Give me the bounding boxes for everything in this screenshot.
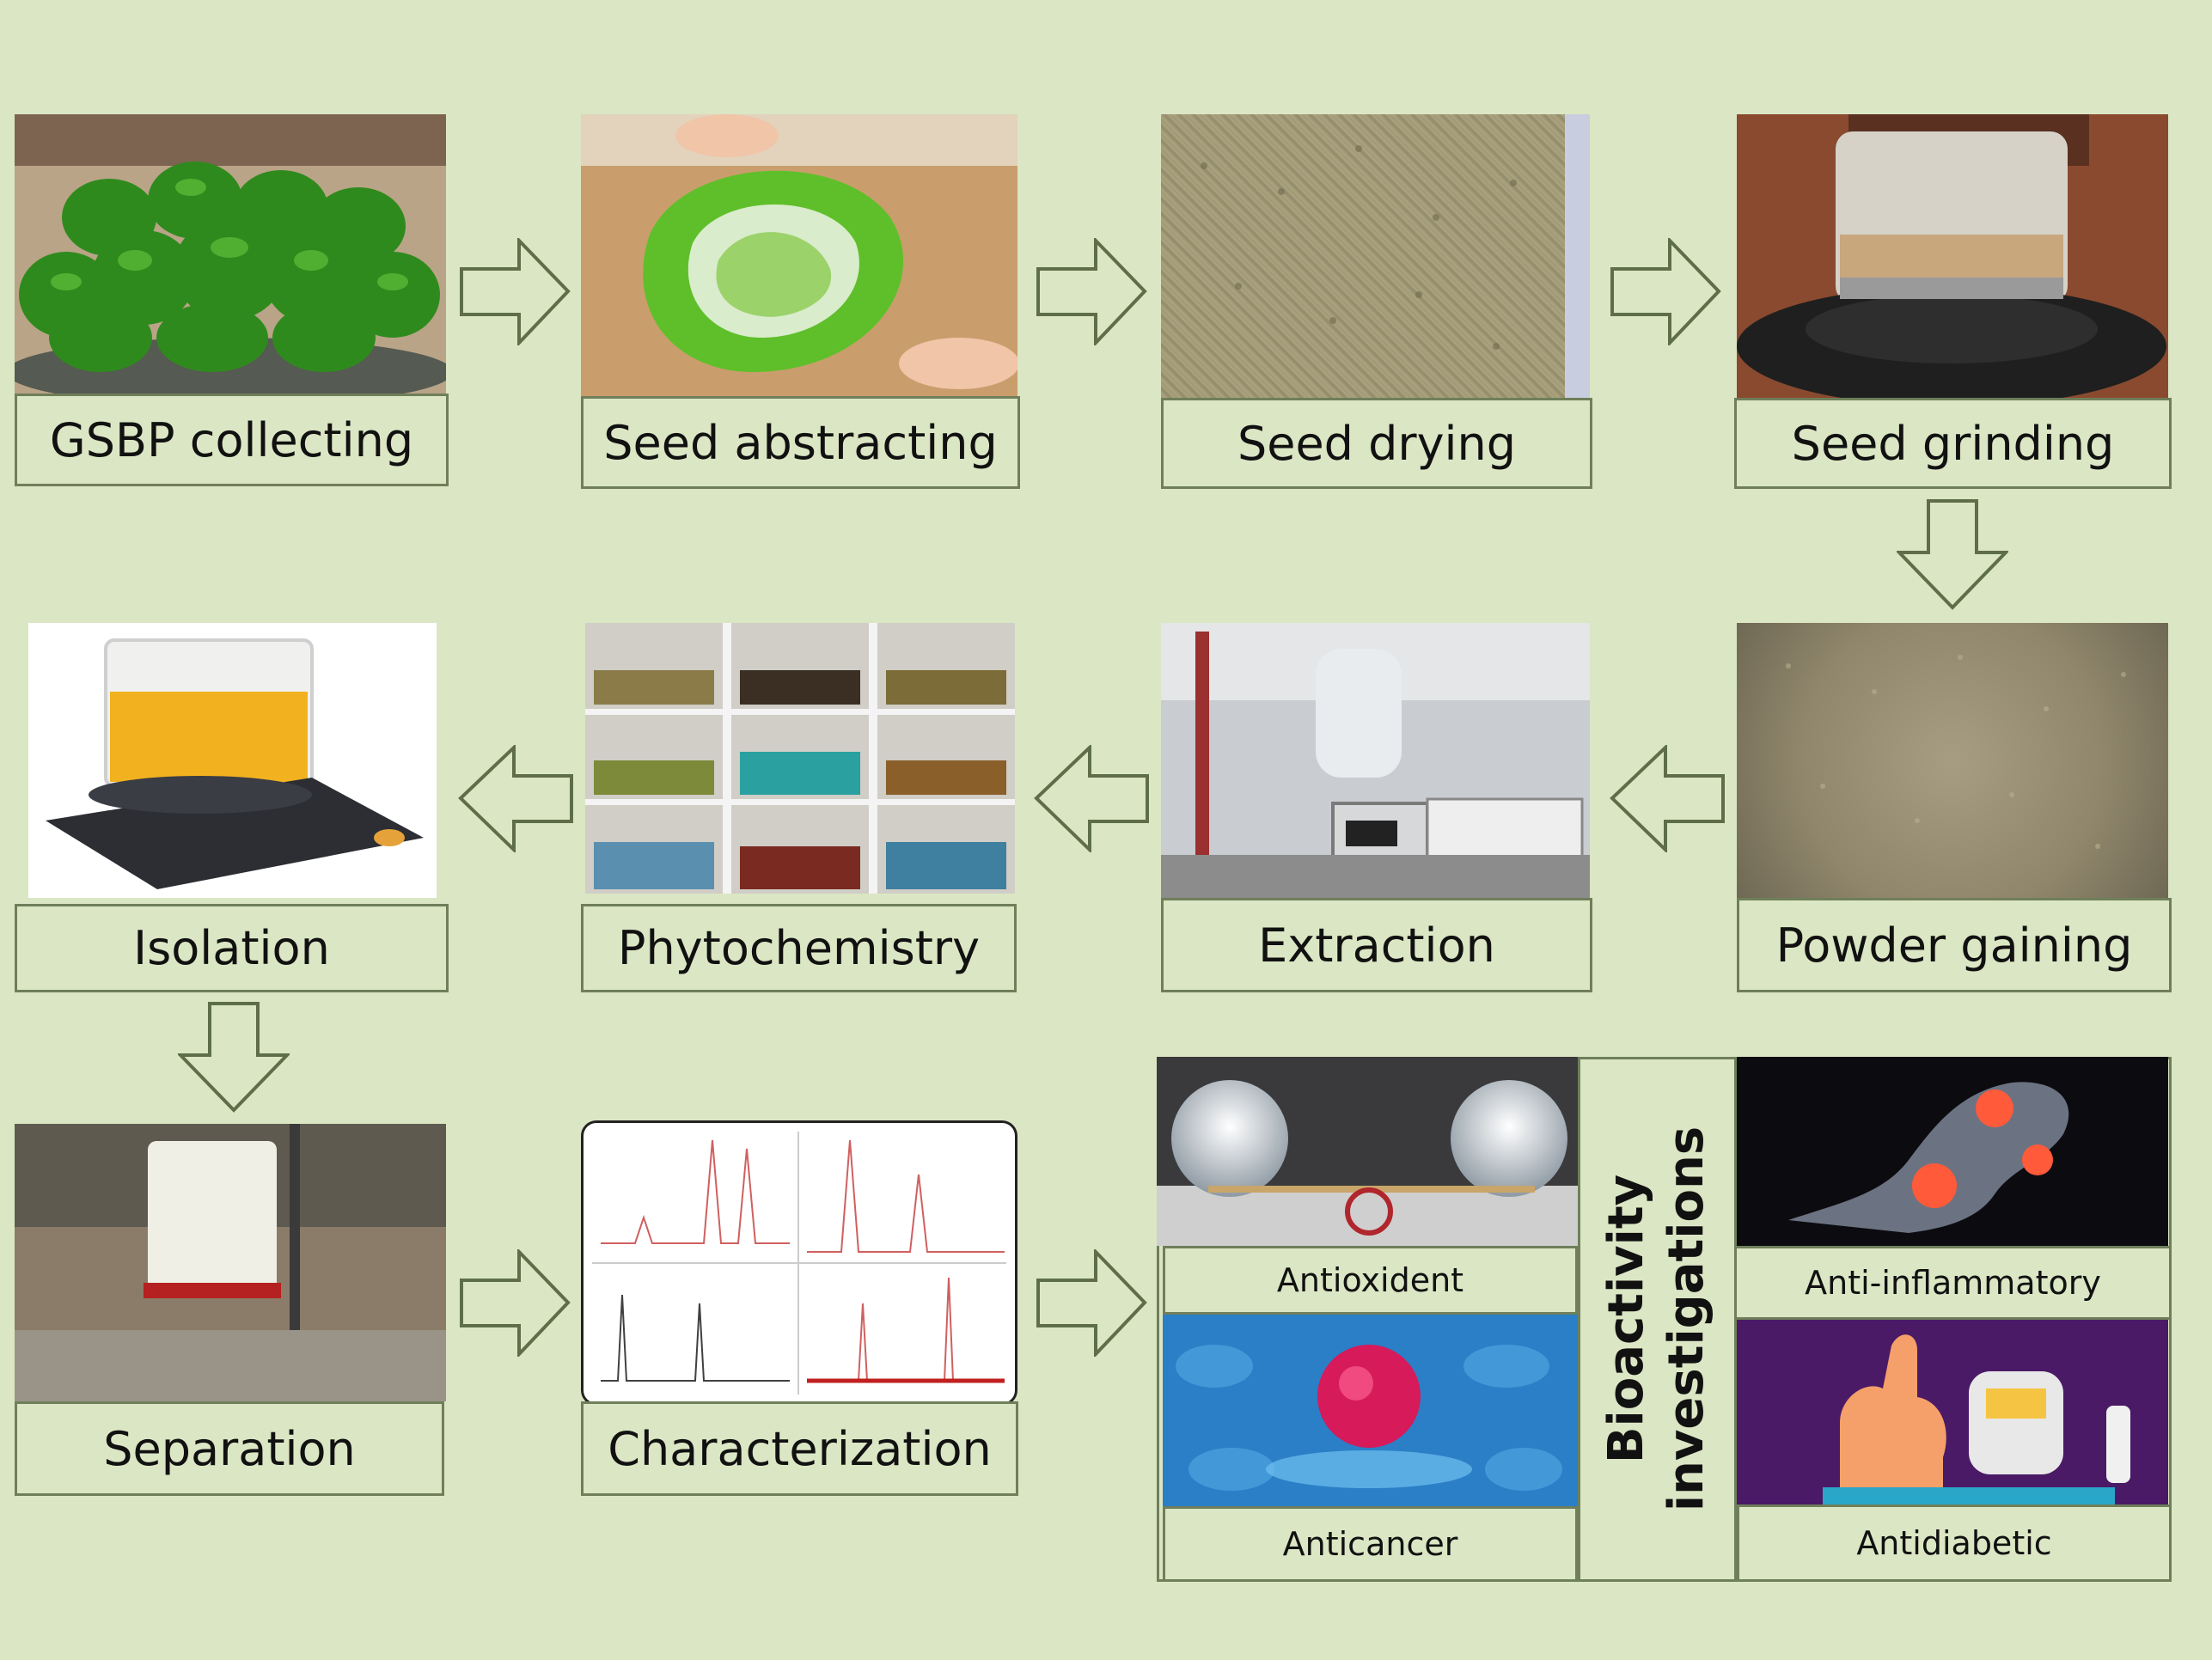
arrow-right-3 [1610, 238, 1721, 345]
bioactivity-title-line1: Bioactivity [1598, 1174, 1654, 1464]
sliced-pepper-photo [581, 114, 1017, 396]
arrow-left-2 [1034, 745, 1149, 852]
extraction-apparatus-photo [1161, 623, 1590, 898]
separation-photo [15, 1124, 446, 1401]
label-isolation: Isolation [15, 904, 449, 992]
bioactivity-investigations-title: Bioactivity investigations [1597, 1126, 1717, 1511]
label-characterization: Characterization [581, 1401, 1018, 1496]
arrow-right-1 [460, 238, 571, 345]
arrow-down-1 [1897, 499, 2008, 610]
arrow-right-2 [1036, 238, 1147, 345]
bioactivity-title-line2: investigations [1659, 1126, 1714, 1512]
arrow-left-1 [458, 745, 573, 852]
label-seed-grinding: Seed grinding [1734, 398, 2172, 489]
isolation-photo [28, 623, 437, 898]
green-peppers-photo [15, 114, 446, 394]
bioactivity-title-divider [1578, 1057, 1580, 1582]
grinder-photo [1737, 114, 2168, 398]
arrow-left-3 [1610, 745, 1725, 852]
label-extraction: Extraction [1161, 898, 1592, 992]
label-antidiabetic: Antidiabetic [1737, 1504, 2172, 1582]
label-seed-abstracting: Seed abstracting [581, 396, 1020, 489]
powder-photo [1737, 623, 2168, 898]
antioxidant-balance-photo [1157, 1057, 1578, 1246]
label-gsbp-collecting: GSBP collecting [15, 394, 449, 486]
label-anti-inflammatory: Anti-inflammatory [1734, 1246, 2172, 1320]
label-separation: Separation [15, 1401, 444, 1496]
anticancer-cell-photo [1163, 1315, 1578, 1506]
arrow-right-4 [460, 1249, 571, 1357]
phytochemistry-tubes-photo [585, 623, 1015, 894]
antidiabetic-photo [1737, 1320, 2168, 1504]
label-antioxident: Antioxident [1163, 1246, 1578, 1315]
anti-inflammatory-photo [1737, 1057, 2168, 1246]
label-phytochemistry: Phytochemistry [581, 904, 1017, 992]
characterization-spectra-photo [581, 1120, 1017, 1406]
arrow-right-5 [1036, 1249, 1147, 1357]
arrow-down-2 [178, 1002, 290, 1113]
label-anticancer: Anticancer [1163, 1506, 1578, 1582]
label-powder-gaining: Powder gaining [1737, 898, 2172, 992]
label-seed-drying: Seed drying [1161, 398, 1592, 489]
dried-seeds-photo [1161, 114, 1590, 398]
